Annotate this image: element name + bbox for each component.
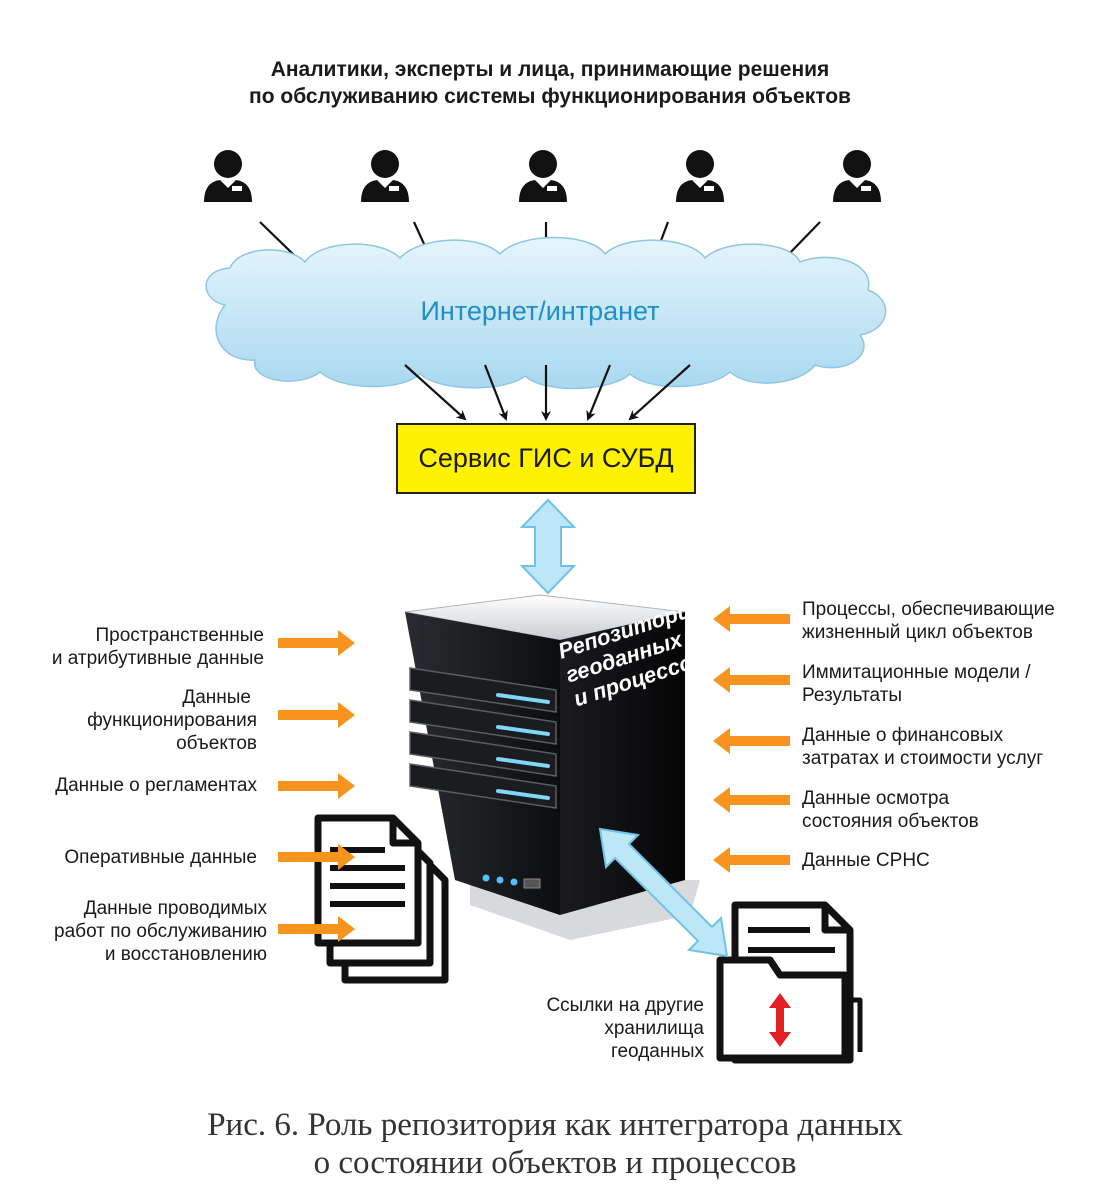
arrow [628, 364, 691, 421]
right-input-label: Процессы, обеспечивающие жизненный цикл … [802, 598, 1055, 644]
service-box: Сервис ГИС и СУБД [396, 423, 696, 494]
arrow [483, 364, 508, 421]
user-icon [833, 150, 881, 202]
arrow [713, 606, 790, 632]
label-line: Данные осмотра [802, 788, 950, 809]
left-input-label: Пространственные и атрибутивные данные [52, 624, 264, 670]
arrow [713, 787, 790, 813]
left-input-label: Данные о регламентах [55, 774, 257, 797]
label-line: Ссылки на другие [546, 995, 704, 1016]
folder-icon [716, 901, 863, 1064]
arrow [713, 728, 790, 754]
left-input-label: Оперативные данные [64, 846, 257, 869]
right-input-label: Иммитационные модели / Результаты [802, 661, 1031, 707]
arrow [404, 364, 467, 421]
users-row [204, 150, 881, 202]
arrow [586, 364, 612, 421]
label-line: геоданных [610, 1041, 704, 1062]
user-icon [676, 150, 724, 202]
left-input-label: Данные проводимых работ по обслуживанию … [54, 897, 267, 966]
label-line: хранилища [604, 1018, 704, 1039]
server-icon [404, 594, 700, 940]
label-line: Процессы, обеспечивающие [802, 599, 1055, 620]
header-line-1: Аналитики, эксперты и лица, принимающие … [270, 58, 830, 81]
label-line: затратах и стоимости услуг [802, 748, 1044, 769]
label-line: Результаты [802, 685, 903, 706]
label-line: жизненный цикл объектов [802, 622, 1033, 643]
label-line: Иммитационные модели / [802, 662, 1031, 683]
label-line: объектов [176, 733, 257, 754]
left-input-arrows [278, 630, 355, 942]
cloud-label: Интернет/интранет [420, 296, 660, 326]
links-label: Ссылки на другие хранилища геоданных [546, 994, 704, 1063]
label-line: функционирования [87, 710, 257, 731]
arrow [278, 844, 355, 870]
cloud [205, 236, 887, 390]
server-folder-double-arrow [598, 827, 729, 958]
right-input-arrows [713, 606, 790, 873]
link-arrow-icon [769, 993, 791, 1047]
arrow [278, 916, 355, 942]
label-line: и атрибутивные данные [51, 648, 264, 669]
service-server-double-arrow [519, 498, 577, 595]
arrow [278, 630, 355, 656]
user-icon [519, 150, 567, 202]
header-line-2: по обслуживанию системы функционирования… [249, 85, 851, 108]
right-input-label: Данные о финансовых затратах и стоимости… [802, 724, 1043, 770]
figure-caption-line-2: о состоянии объектов и процессов [313, 1145, 797, 1181]
label-line: Пространственные [95, 625, 264, 646]
cloud-to-service-arrows [404, 364, 691, 421]
left-input-label: Данные функционирования объектов [87, 686, 257, 755]
arrow [713, 847, 790, 873]
label-line: Данные о регламентах [55, 775, 257, 796]
document-stack-icon [314, 814, 449, 984]
arrow [278, 773, 355, 799]
label-line: Данные СРНС [802, 850, 930, 871]
arrow [713, 667, 790, 693]
label-line: и восстановлению [104, 944, 267, 965]
right-input-label: Данные осмотра состояния объектов [802, 787, 979, 833]
arrow [278, 702, 355, 728]
label-line: Данные о финансовых [802, 725, 1004, 746]
right-input-label: Данные СРНС [802, 849, 930, 872]
label-line: работ по обслуживанию [54, 921, 267, 942]
user-icon [204, 150, 252, 202]
label-line: Данные проводимых [83, 898, 267, 919]
label-line: Оперативные данные [64, 847, 257, 868]
label-line: состояния объектов [802, 811, 979, 832]
figure-caption-line-1: Рис. 6. Роль репозитория как интегратора… [207, 1107, 903, 1143]
label-line: Данные [182, 687, 251, 708]
user-icon [361, 150, 409, 202]
